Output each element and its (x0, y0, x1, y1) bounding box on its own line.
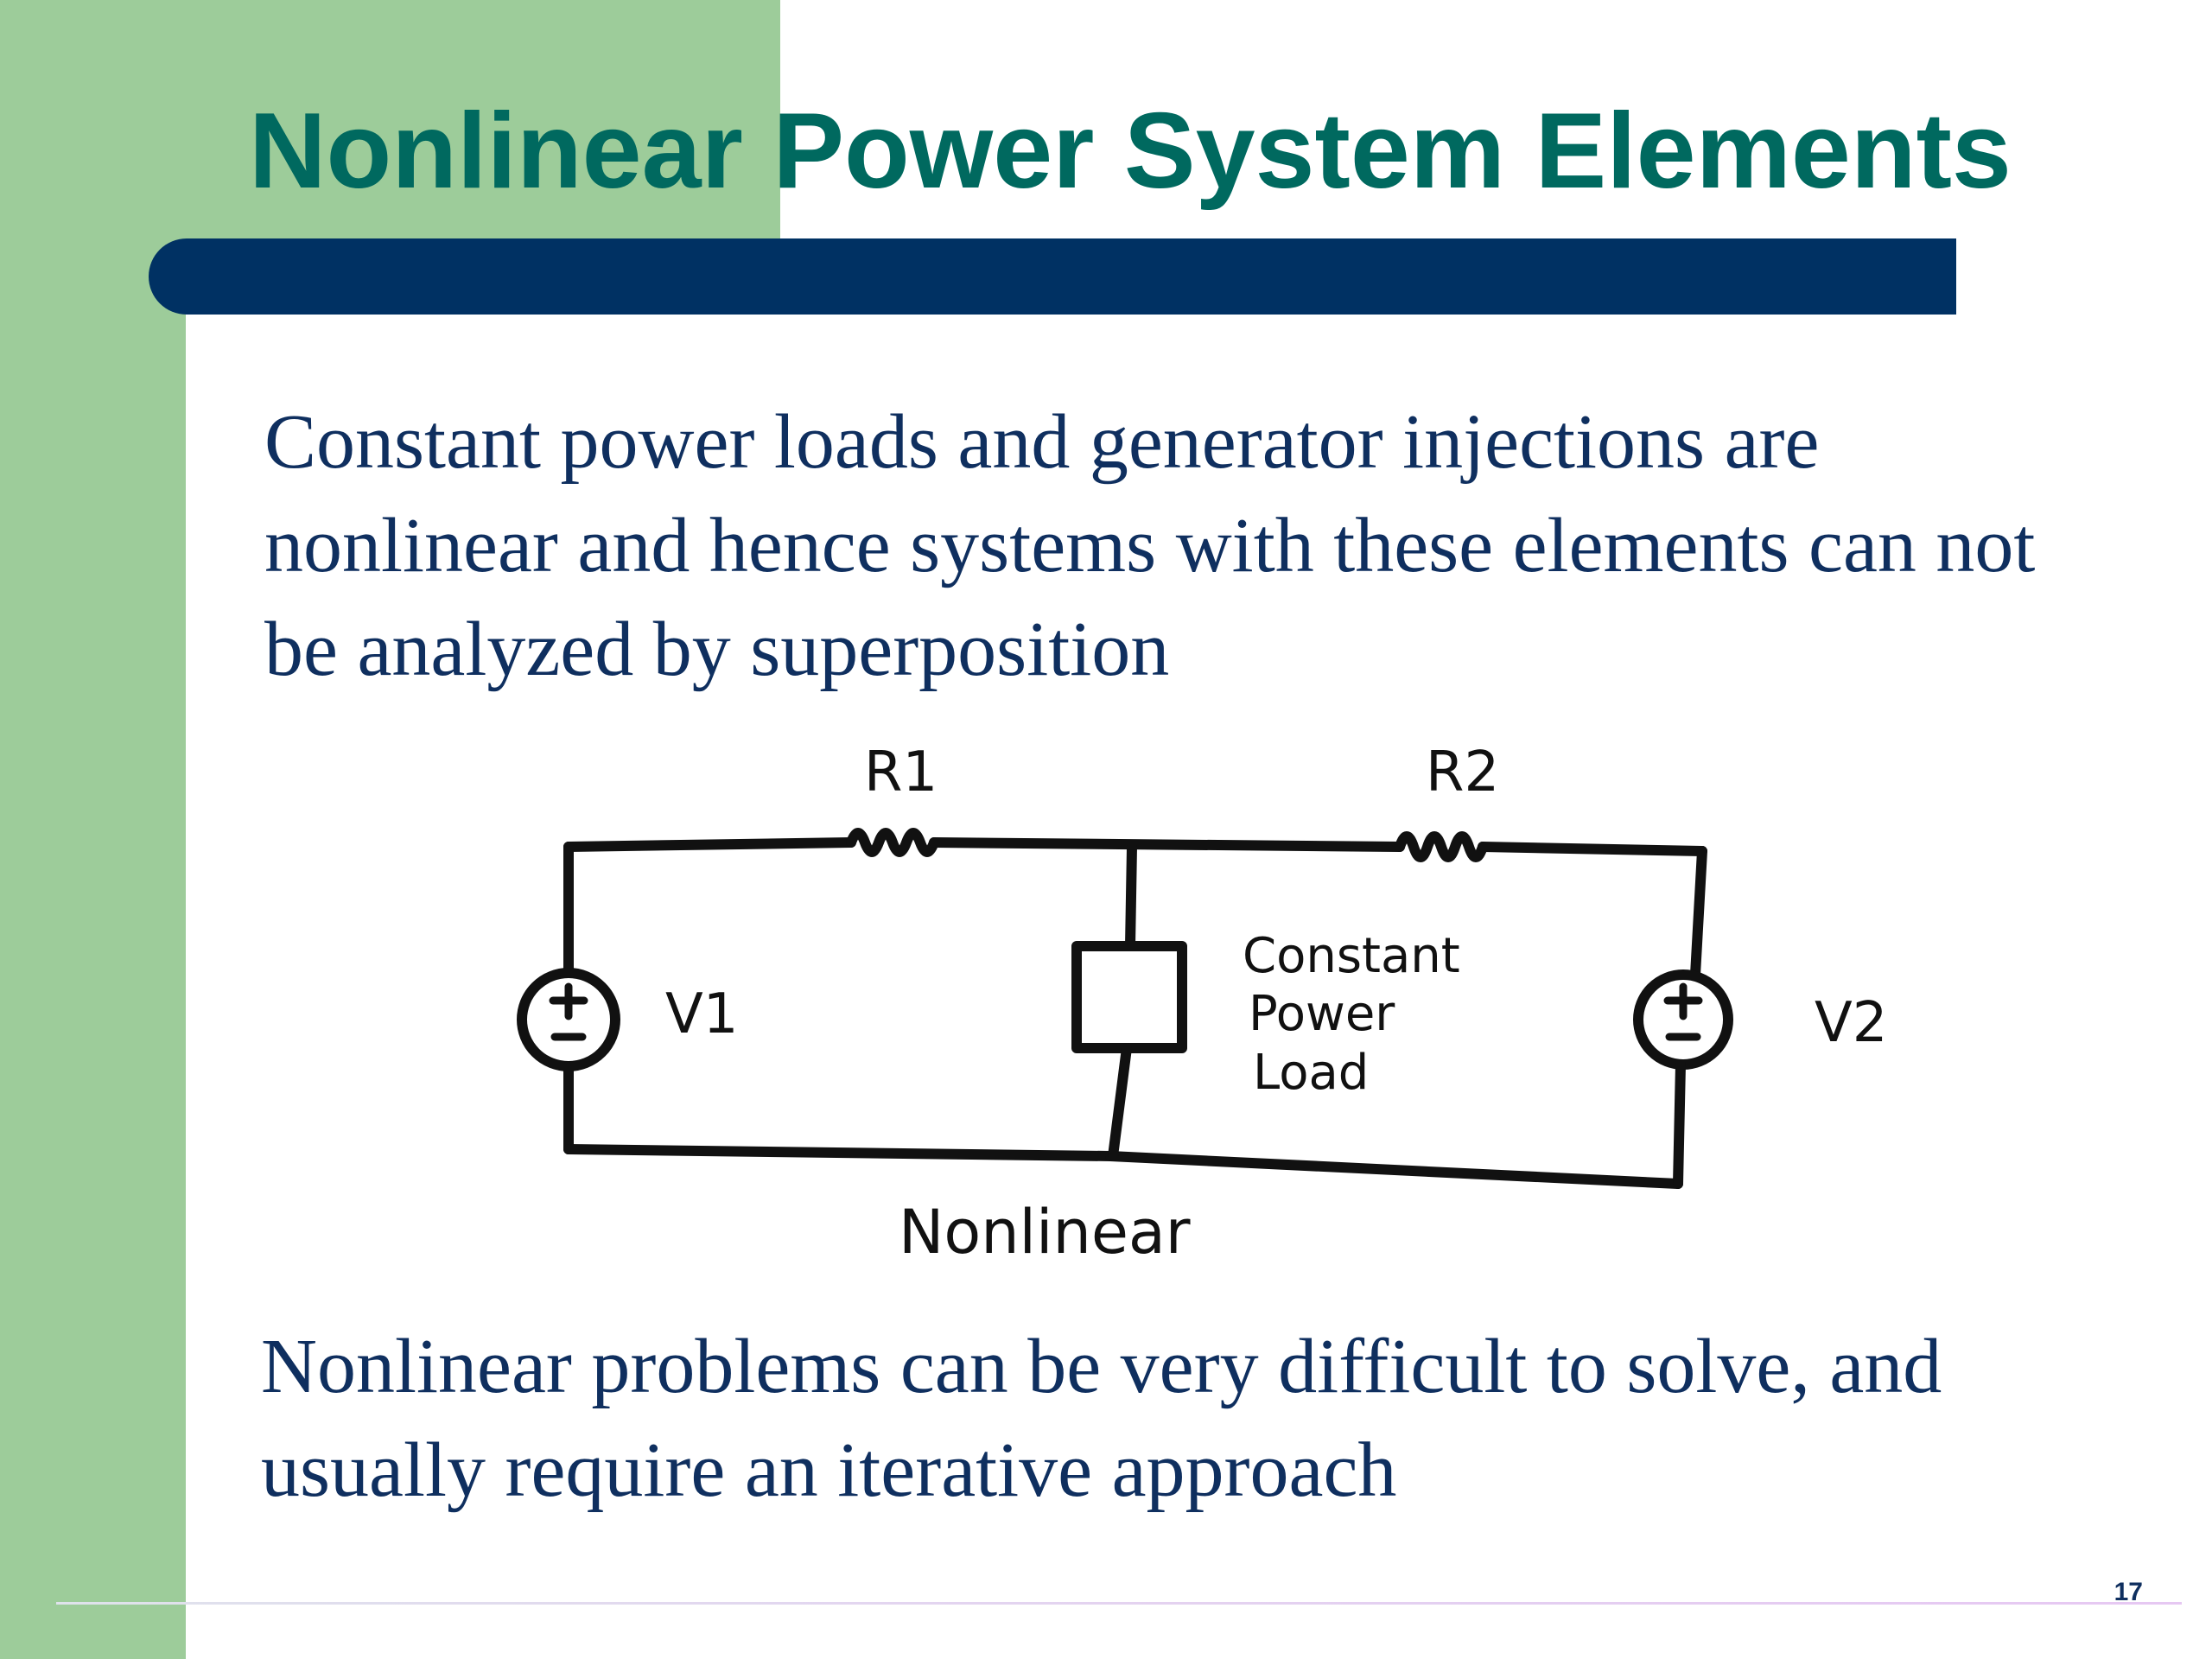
circuit-diagram: R1 R2 V1 V2 Constant Power Load Nonlinea… (406, 709, 1961, 1296)
wire-mid-lower (1108, 1043, 1132, 1161)
label-r1: R1 (864, 741, 938, 804)
wire-top-left (563, 837, 856, 852)
slide-title: Nonlinear Power System Elements (249, 92, 2012, 211)
wire-top-mid (929, 837, 1405, 852)
constant-power-load-box (1071, 941, 1187, 1053)
title-underline-bar (149, 238, 1956, 315)
wire-right-upper (1690, 846, 1707, 980)
content-corner (186, 313, 255, 382)
wire-top-right (1478, 842, 1707, 856)
footer-divider (56, 1602, 2182, 1605)
wire-mid-upper (1125, 842, 1137, 951)
paragraph-iterative: Nonlinear problems can be very difficult… (261, 1324, 1942, 1513)
wire-right-lower (1673, 1059, 1686, 1189)
label-v1: V1 (665, 982, 739, 1046)
paragraph-superposition: Constant power loads and generator injec… (264, 399, 2036, 692)
wire-bottom-left (563, 1144, 1116, 1161)
sidebar-left-strip (0, 0, 186, 1659)
resistor-1 (846, 828, 939, 857)
circuit-caption: Nonlinear (899, 1197, 1191, 1268)
load-label-line-1: Constant (1243, 928, 1460, 984)
resistor-2 (1395, 831, 1488, 862)
label-r2: R2 (1426, 741, 1499, 804)
load-label-line-3: Load (1253, 1045, 1369, 1101)
wire-bottom-right (1105, 1151, 1683, 1189)
label-v2: V2 (1815, 991, 1888, 1055)
load-label-line-2: Power (1249, 986, 1395, 1042)
page-number: 17 (2113, 1578, 2143, 1606)
